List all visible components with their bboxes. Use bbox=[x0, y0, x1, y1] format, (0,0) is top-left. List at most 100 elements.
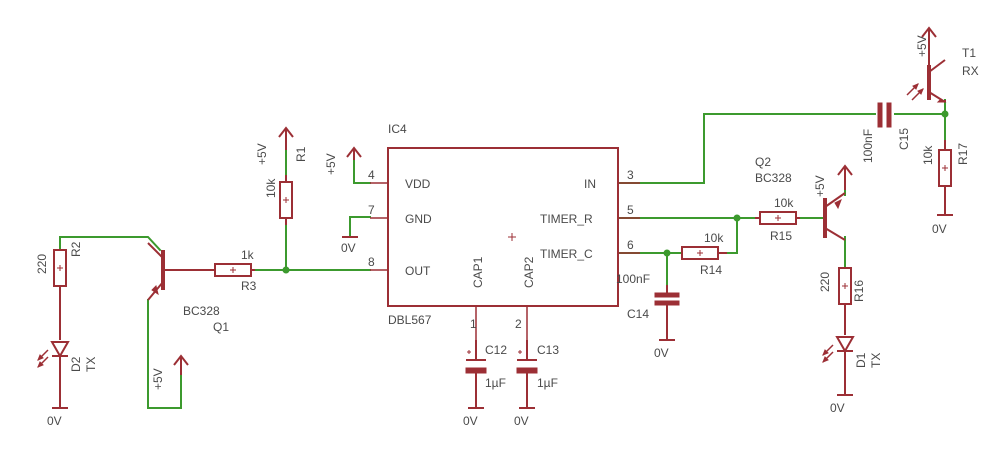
pin-num-cap1: 1 bbox=[470, 317, 477, 331]
svg-text:D2: D2 bbox=[69, 356, 83, 372]
resistor-r3: 1k R3 bbox=[170, 248, 257, 293]
pin-name-gnd: GND bbox=[405, 212, 432, 226]
pin-name-cap2: CAP2 bbox=[522, 256, 536, 288]
gnd-c13: 0V bbox=[514, 395, 535, 428]
svg-text:C15: C15 bbox=[897, 128, 911, 150]
svg-text:0V: 0V bbox=[654, 346, 669, 360]
transistor-q1: BC328 Q1 bbox=[147, 242, 229, 334]
svg-text:+5V: +5V bbox=[255, 143, 269, 165]
transistor-q2: Q2 BC328 bbox=[755, 155, 846, 241]
ic4-ref: IC4 bbox=[388, 122, 407, 136]
pin-num-cap2: 2 bbox=[515, 317, 522, 331]
svg-text:+5V: +5V bbox=[813, 175, 827, 197]
svg-text:Q2: Q2 bbox=[755, 155, 771, 169]
svg-text:0V: 0V bbox=[463, 414, 478, 428]
svg-text:Q1: Q1 bbox=[213, 320, 229, 334]
vcc-ic: +5V bbox=[324, 146, 362, 175]
svg-text:R3: R3 bbox=[241, 279, 257, 293]
resistor-r16: 220 R16 bbox=[818, 267, 866, 335]
svg-text:BC328: BC328 bbox=[183, 304, 220, 318]
svg-text:R15: R15 bbox=[770, 229, 792, 243]
svg-text:10k: 10k bbox=[774, 196, 794, 210]
svg-text:R16: R16 bbox=[852, 280, 866, 302]
capacitor-c13: C13 1µF bbox=[516, 340, 559, 395]
wire-q1-5v bbox=[147, 299, 182, 409]
svg-text:RX: RX bbox=[962, 64, 979, 78]
vcc-q1: +5V bbox=[151, 354, 189, 390]
junction-t1 bbox=[941, 110, 949, 118]
wire-vdd-5v bbox=[353, 154, 371, 184]
resistor-r1: 10k R1 bbox=[264, 146, 308, 225]
ic4-body bbox=[387, 147, 619, 307]
svg-text:+5V: +5V bbox=[151, 368, 165, 390]
pin-name-in: IN bbox=[584, 177, 596, 191]
svg-text:220: 220 bbox=[818, 272, 832, 292]
svg-text:+5V: +5V bbox=[915, 35, 929, 57]
pin-num-vdd: 4 bbox=[368, 168, 375, 182]
wires bbox=[59, 99, 949, 409]
gnd-ic: 0V bbox=[341, 236, 358, 255]
svg-text:TX: TX bbox=[869, 353, 883, 368]
phototransistor-t1: T1 RX bbox=[906, 46, 979, 103]
wire-r2-q1 bbox=[59, 236, 162, 252]
svg-text:TX: TX bbox=[84, 357, 98, 372]
capacitor-c12: C12 1µF bbox=[465, 340, 507, 395]
vcc-r1: +5V bbox=[255, 126, 294, 165]
wire-r14-junction bbox=[726, 217, 738, 254]
pin-num-out: 8 bbox=[368, 255, 375, 269]
gnd-d1: 0V bbox=[830, 375, 853, 415]
svg-text:D1: D1 bbox=[854, 352, 868, 368]
svg-text:R2: R2 bbox=[69, 241, 83, 257]
led-d2: D2 TX bbox=[37, 341, 98, 380]
gnd-c14: 0V bbox=[654, 305, 675, 360]
vcc-q2: +5V bbox=[813, 164, 853, 197]
resistor-r14: 10k R14 bbox=[681, 231, 727, 277]
wire-gnd-0v bbox=[349, 216, 371, 238]
resistor-r15: 10k R15 bbox=[755, 196, 800, 243]
vcc-t1: +5V bbox=[915, 26, 937, 65]
svg-text:C12: C12 bbox=[485, 343, 507, 357]
junction-out bbox=[282, 266, 290, 274]
svg-text:0V: 0V bbox=[514, 414, 529, 428]
resistor-r17: 10k R17 bbox=[921, 140, 970, 195]
svg-text:0V: 0V bbox=[830, 401, 845, 415]
power-symbols: +5V +5V +5V +5V +5V 0V 0V bbox=[47, 26, 953, 428]
svg-text:10k: 10k bbox=[264, 178, 278, 198]
pin-name-cap1: CAP1 bbox=[471, 256, 485, 288]
pin-num-in: 3 bbox=[627, 168, 634, 182]
led-d1: D1 TX bbox=[822, 336, 883, 375]
svg-text:10k: 10k bbox=[704, 231, 724, 245]
capacitor-c15: 100nF C15 bbox=[861, 102, 911, 163]
gnd-r17: 0V bbox=[932, 195, 953, 236]
svg-text:C13: C13 bbox=[537, 343, 559, 357]
pin-num-gnd: 7 bbox=[368, 203, 375, 217]
wire-in-c15 bbox=[617, 113, 876, 184]
ic4: IC4 DBL567 4 VDD 7 GND 8 OUT 3 IN 5 TIME… bbox=[368, 122, 640, 340]
svg-text:0V: 0V bbox=[47, 414, 62, 428]
pin-num-timer-c: 6 bbox=[627, 238, 634, 252]
resistor-r2: 220 R2 bbox=[35, 241, 83, 340]
svg-text:R14: R14 bbox=[700, 263, 722, 277]
gnd-d2: 0V bbox=[47, 380, 68, 428]
svg-text:100nF: 100nF bbox=[616, 272, 650, 286]
svg-text:T1: T1 bbox=[962, 46, 976, 60]
gnd-c12: 0V bbox=[463, 395, 484, 428]
pin-name-out: OUT bbox=[405, 264, 431, 278]
pin-name-timer-r: TIMER_R bbox=[540, 212, 593, 226]
svg-text:R1: R1 bbox=[294, 146, 308, 162]
ic4-part: DBL567 bbox=[388, 313, 432, 327]
svg-text:100nF: 100nF bbox=[861, 129, 875, 163]
pin-name-timer-c: TIMER_C bbox=[540, 247, 593, 261]
junction-timer-c bbox=[663, 249, 671, 257]
svg-text:R17: R17 bbox=[956, 143, 970, 165]
svg-text:0V: 0V bbox=[932, 222, 947, 236]
capacitor-c14: 100nF C14 bbox=[616, 272, 680, 321]
svg-text:10k: 10k bbox=[921, 145, 935, 165]
pin-name-vdd: VDD bbox=[405, 177, 431, 191]
svg-text:0V: 0V bbox=[341, 241, 356, 255]
pin-num-timer-r: 5 bbox=[627, 203, 634, 217]
svg-text:1µF: 1µF bbox=[537, 376, 558, 390]
svg-text:220: 220 bbox=[35, 254, 49, 274]
svg-text:1µF: 1µF bbox=[485, 376, 506, 390]
